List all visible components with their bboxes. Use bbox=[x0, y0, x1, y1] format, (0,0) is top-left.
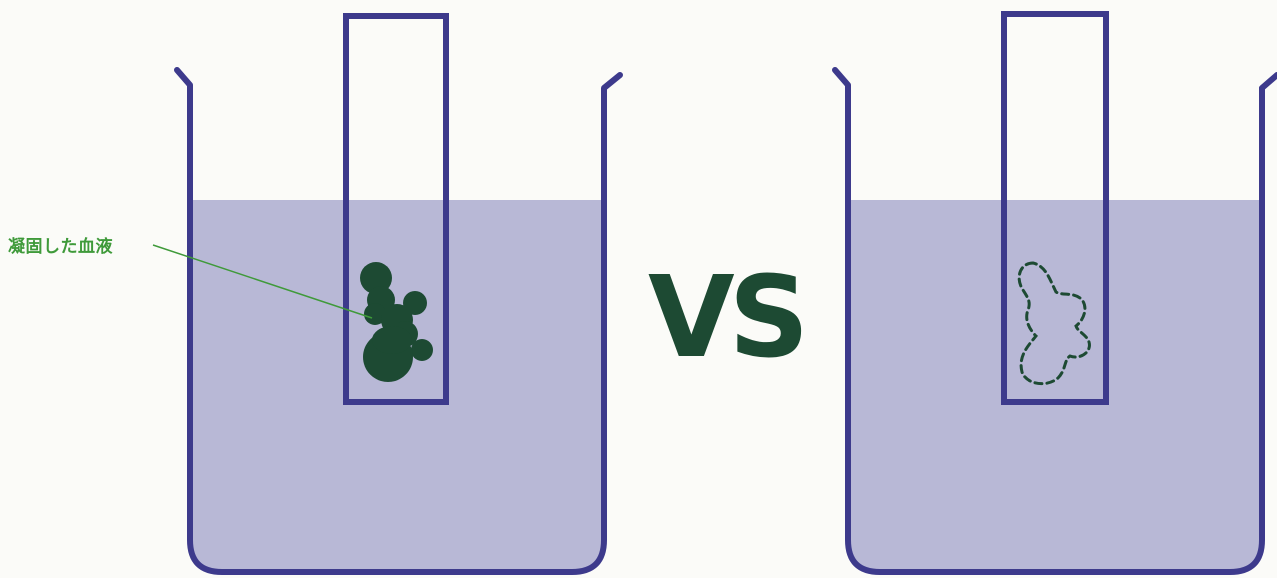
left-beaker-liquid bbox=[190, 200, 604, 570]
blood-clot-dissolved-outline bbox=[1017, 261, 1091, 386]
left-beaker-outline bbox=[174, 67, 623, 575]
right-beaker-outline bbox=[832, 67, 1277, 575]
right-test-tube bbox=[1001, 11, 1109, 405]
right-beaker-liquid bbox=[848, 200, 1262, 570]
right-beaker-panel bbox=[832, 11, 1277, 575]
left-test-tube bbox=[343, 13, 449, 405]
vs-label: VS bbox=[648, 253, 809, 383]
clot-leader-line bbox=[152, 244, 373, 319]
clot-label: 凝固した血液 bbox=[8, 237, 113, 257]
left-beaker-panel bbox=[152, 13, 623, 575]
blood-clot-solid bbox=[360, 262, 433, 382]
